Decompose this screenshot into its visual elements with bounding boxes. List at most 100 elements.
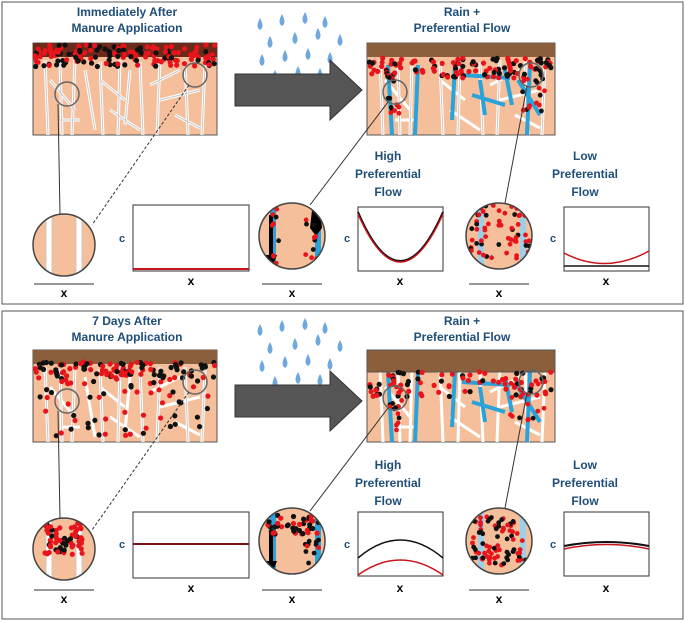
low-flow-label-line3: Flow	[571, 185, 599, 199]
manure-particle	[303, 549, 309, 554]
bottom-low-flow-concentration-plot: c x	[550, 511, 650, 595]
raindrop-icon	[302, 318, 308, 330]
top-high-flow-concentration-plot: c x	[344, 206, 444, 288]
manure-particle	[374, 392, 380, 398]
manure-particle	[304, 543, 310, 549]
manure-particle	[98, 371, 105, 377]
manure-particle	[168, 55, 175, 61]
zoom-circle-left	[54, 81, 80, 107]
manure-particle	[373, 387, 379, 393]
manure-particle	[192, 50, 198, 56]
manure-particle	[68, 380, 74, 386]
x-axis-label: x	[397, 581, 404, 595]
manure-particle	[313, 539, 319, 545]
raindrop-icon	[337, 34, 343, 46]
zoom-line	[57, 103, 61, 215]
raindrop-icon	[305, 354, 311, 366]
manure-particle	[542, 88, 547, 94]
manure-particle	[79, 550, 85, 556]
manure-particle	[71, 412, 77, 419]
manure-particle	[135, 62, 141, 68]
manure-particle	[37, 394, 43, 400]
manure-particle	[140, 412, 147, 418]
bottom-left-title-line2: Manure Application	[72, 330, 183, 344]
manure-particle	[87, 394, 93, 400]
manure-particle	[509, 225, 515, 231]
manure-particle	[210, 374, 217, 380]
manure-particle	[456, 61, 462, 67]
manure-particle	[181, 369, 187, 375]
manure-particle	[526, 105, 532, 110]
zoom-line	[57, 410, 61, 519]
manure-particle	[497, 547, 502, 553]
manure-particle	[499, 376, 506, 383]
manure-particle	[369, 60, 375, 66]
zoom-line	[504, 392, 528, 509]
manure-particle	[88, 367, 94, 373]
manure-particle	[200, 374, 206, 381]
raindrop-icon	[337, 340, 343, 352]
manure-particle	[275, 520, 281, 526]
manure-particle	[375, 68, 381, 74]
manure-particle	[53, 540, 59, 546]
manure-particle	[311, 550, 317, 556]
manure-particle	[395, 369, 401, 375]
manure-particle	[57, 525, 63, 531]
manure-particle	[396, 110, 402, 116]
manure-particle	[487, 516, 492, 522]
manure-particle	[212, 362, 218, 369]
manure-particle	[471, 544, 477, 550]
manure-particle	[88, 47, 94, 53]
zoom-line	[309, 407, 389, 512]
manure-particle	[134, 389, 140, 395]
manure-particle	[82, 50, 88, 56]
manure-particle	[405, 378, 411, 385]
manure-particle	[534, 57, 541, 63]
manure-particle	[198, 362, 204, 368]
manure-particle	[525, 76, 530, 82]
high-flow-label-line3: Flow	[374, 185, 402, 199]
manure-particle	[523, 232, 528, 238]
manure-layer	[33, 350, 217, 364]
manure-particle	[111, 50, 117, 56]
manure-particle	[470, 59, 476, 65]
manure-particle	[484, 543, 490, 549]
manure-particle	[392, 61, 398, 67]
bottom-high-flow-zoom-circle: x	[258, 507, 326, 606]
raindrop-icon	[259, 54, 265, 66]
manure-particle	[158, 368, 164, 374]
manure-particles	[32, 42, 218, 70]
manure-particle	[138, 50, 144, 56]
manure-particle	[482, 225, 488, 231]
manure-particle	[83, 42, 89, 48]
manure-particle	[398, 65, 404, 71]
manure-particle	[446, 393, 452, 399]
manure-particle	[103, 60, 109, 67]
manure-particle	[301, 516, 307, 522]
manure-particle	[143, 425, 149, 431]
manure-particle	[206, 62, 212, 68]
manure-particle	[467, 389, 473, 395]
manure-particle	[430, 59, 436, 65]
manure-particle	[122, 427, 128, 433]
manure-particle	[535, 408, 541, 414]
manure-particle	[188, 373, 194, 379]
manure-particle	[37, 54, 43, 60]
raindrop-icon	[292, 338, 298, 350]
manure-particle	[513, 235, 519, 241]
manure-particle	[388, 110, 394, 115]
manure-particle	[517, 415, 522, 421]
bottom-low-flow-zoom-circle: x	[465, 507, 533, 606]
manure-particle	[156, 387, 162, 393]
manure-particle	[59, 362, 65, 368]
manure-particle	[149, 45, 156, 51]
manure-particle	[450, 60, 457, 66]
manure-particle	[127, 49, 133, 55]
bottom-panel-frame	[1, 310, 684, 620]
manure-particle	[487, 560, 492, 566]
manure-particle	[397, 60, 403, 67]
manure-particle	[311, 222, 317, 228]
manure-particle	[520, 107, 526, 113]
manure-particle	[479, 238, 484, 244]
manure-particle	[542, 379, 548, 384]
